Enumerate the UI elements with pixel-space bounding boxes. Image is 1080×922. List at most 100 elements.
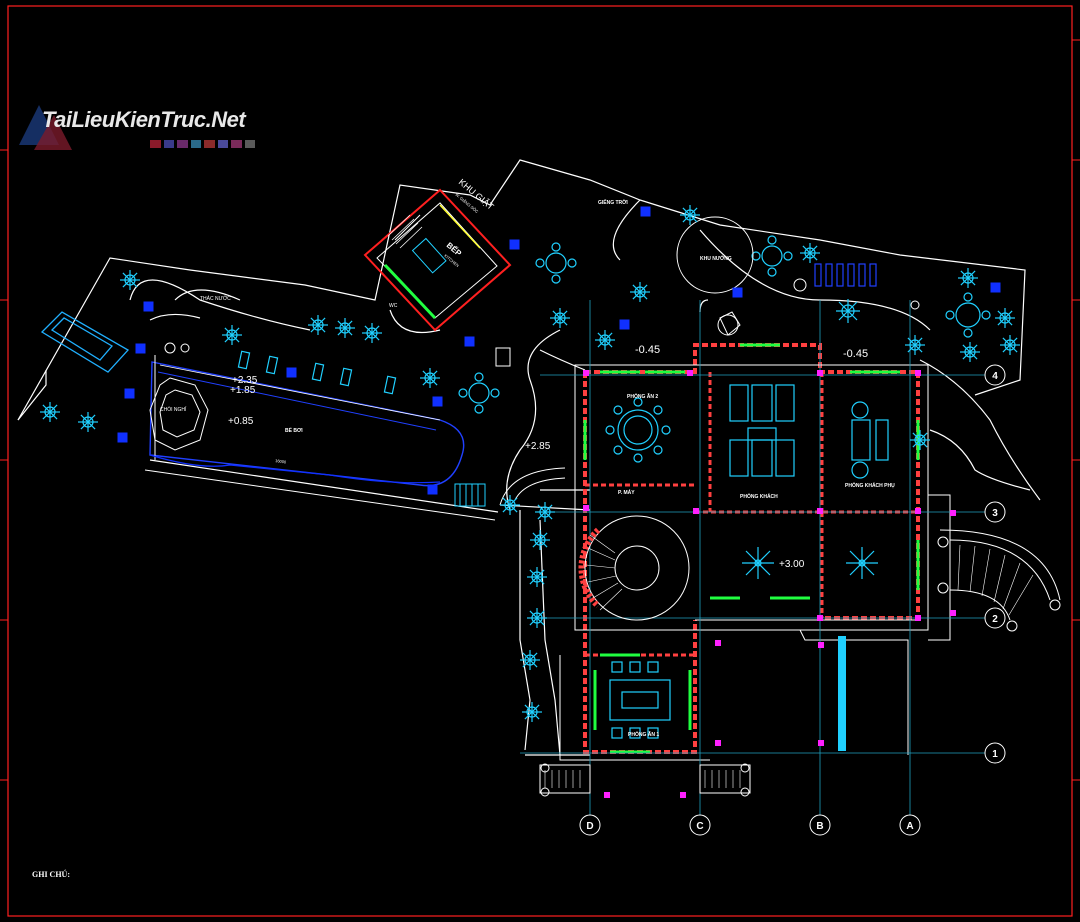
tree-icon [222,325,242,345]
tree-icon [78,412,98,432]
level-m045-b: -0.45 [843,348,868,360]
tree-icon [40,402,60,422]
tree-icon [308,315,328,335]
outdoor-tables [458,235,991,463]
water-channel [838,636,846,751]
watermark-bar [231,140,242,148]
frame-ticks [0,39,1080,781]
tree-icon [335,318,355,338]
axis-row-4: 4 [992,371,998,382]
spiral-stair [578,515,690,621]
tree-icon [910,430,930,450]
tree-icon [995,308,1015,328]
axis-bubbles [579,364,1006,836]
tree-icon [535,502,555,522]
axis-row-3: 3 [992,508,998,519]
level-185: +1.85 [230,385,256,396]
bbq-area [164,216,920,367]
gazebo [149,377,209,451]
tree-icon [595,330,615,350]
car [40,311,130,373]
tree-icon [550,308,570,328]
dining-table-2 [605,397,671,463]
tree-icon [362,323,382,343]
axis-col-a: A [906,821,913,832]
notes-label: GHI CHÚ: [32,870,70,879]
chandelier-1 [742,547,774,579]
kitchen-building [363,188,512,332]
axis-col-b: B [816,821,823,832]
axis-labels: D C B A 4 3 2 1 [586,371,998,832]
label-phong-khach-phu: PHÒNG KHÁCH PHỤ [845,481,895,489]
table-2 [751,235,793,277]
magenta-markers [583,370,956,798]
watermark-bar [217,140,228,148]
table-3 [945,292,991,338]
table-4 [458,372,500,414]
axis-row-1: 1 [992,749,998,760]
label-gieng-troi: GIẾNG TRỜI [598,198,628,206]
label-p-may: P. MÁY [618,489,635,496]
tree-icon [522,702,542,722]
trees [40,205,1020,722]
axis-col-d: D [586,821,593,832]
entrance-stair [937,529,1061,632]
table-1 [535,242,577,284]
watermark-bar [244,140,255,148]
level-235: +2.35 [232,375,258,386]
label-chong-lau: CHÒI NGHỈ [160,406,187,413]
watermark-bar [163,140,174,148]
watermark-text: TaiLieuKienTruc.Net [42,107,246,132]
tree-icon [520,650,540,670]
label-thac-nuoc: THÁC NƯỚC [200,295,231,302]
house-walls [559,343,951,761]
watermark-bars [150,140,255,148]
label-khu-nuong: KHU NƯỚNG [700,254,732,262]
column-markers [117,206,1001,495]
tree-icon [527,608,547,628]
tree-icon [120,270,140,290]
tree-icon [1000,335,1020,355]
watermark-bar [177,140,188,148]
label-ho-boi: BỂ BƠI [285,427,303,434]
pool-edge-wave [149,454,441,484]
level-085: +0.85 [228,416,254,427]
bbq-grill [814,263,877,287]
living-furniture [609,384,889,739]
axis-row-2: 2 [992,614,998,625]
level-300: +3.00 [779,559,805,570]
tree-icon [527,567,547,587]
logo-mark-icon [19,105,72,150]
tree-icon [630,282,650,302]
level-285: +2.85 [525,441,551,452]
site-boundary [17,159,1041,756]
tree-icon [958,268,978,288]
bottom-steps [539,763,751,797]
garden-stair [499,467,566,506]
sun-ornament [836,299,860,323]
watermark-bar [190,140,201,148]
drawing-frame [7,5,1073,917]
label-phong-an-1: PHÒNG ĂN 1 [628,730,659,738]
level-m045-a: -0.45 [635,344,660,356]
label-wc: WC [389,303,398,309]
tree-icon [420,368,440,388]
chandeliers [742,299,878,579]
windows [583,343,920,754]
watermark-bar [150,140,161,148]
tree-icon [960,342,980,362]
tree-icon [680,205,700,225]
grid-lines [520,300,985,815]
tree-icon [530,530,550,550]
bridge [454,483,486,507]
plan-labels: KHU GIẶT W. GIẶNG SÓC BẾP KITCHEN GIẾNG … [160,177,895,738]
watermark-bar [204,140,215,148]
chandelier-2 [846,547,878,579]
lounge-chairs [237,350,397,395]
axis-col-c: C [696,821,703,832]
tree-icon [800,243,820,263]
tree-icon [905,335,925,355]
label-phong-khach: PHÒNG KHÁCH [740,492,778,500]
pool-dimension: 16000 [275,458,287,465]
